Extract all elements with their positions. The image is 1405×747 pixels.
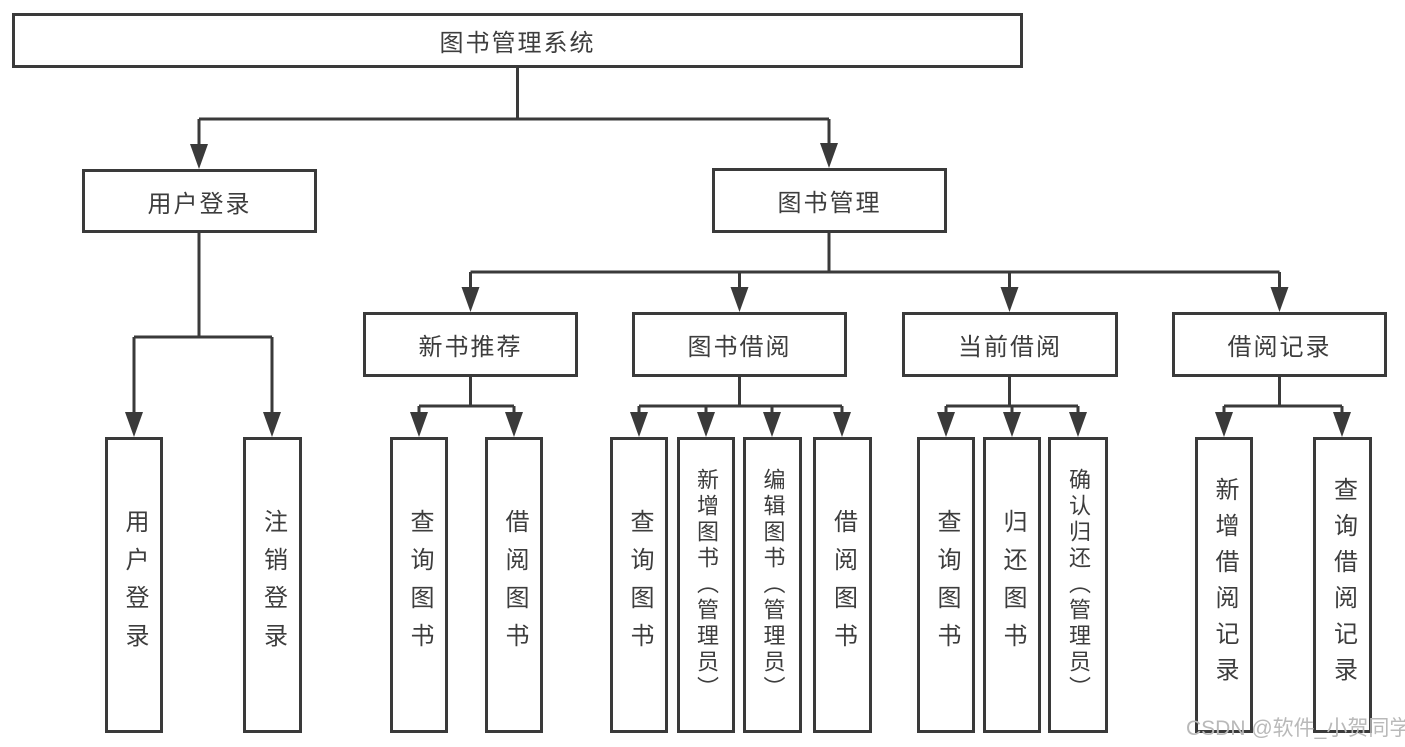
node-new-book-recommend: 新书推荐: [363, 312, 578, 377]
node-root-system: 图书管理系统: [12, 13, 1023, 68]
node-user-login-label: 用户登录: [147, 190, 252, 218]
leaf-borrow-books-recommend-label: 借阅图书: [501, 509, 528, 661]
leaf-return-books: 归还图书: [983, 437, 1041, 733]
node-book-management: 图书管理: [712, 168, 947, 233]
leaf-query-books-recommend: 查询图书: [390, 437, 448, 733]
leaf-borrow-books-label: 借阅图书: [829, 509, 857, 661]
leaf-edit-books-admin-label: 编辑图书（管理员）: [760, 468, 786, 702]
node-current-borrow: 当前借阅: [902, 312, 1118, 377]
leaf-borrow-books: 借阅图书: [813, 437, 872, 733]
node-book-management-label: 图书管理: [777, 190, 882, 217]
node-user-login: 用户登录: [82, 169, 317, 233]
leaf-query-borrow-record: 查询借阅记录: [1313, 437, 1372, 733]
leaf-user-login: 用户登录: [105, 437, 163, 733]
leaf-user-login-label: 用户登录: [121, 509, 148, 661]
node-new-book-recommend-label: 新书推荐: [418, 334, 523, 361]
leaf-borrow-books-recommend: 借阅图书: [485, 437, 543, 733]
leaf-add-borrow-record-label: 新增借阅记录: [1211, 477, 1238, 693]
leaf-edit-books-admin: 编辑图书（管理员）: [743, 437, 802, 733]
node-current-borrow-label: 当前借阅: [958, 334, 1062, 361]
leaf-query-books-recommend-label: 查询图书: [406, 509, 433, 661]
leaf-query-books-borrow: 查询图书: [610, 437, 668, 733]
leaf-return-books-label: 归还图书: [999, 509, 1026, 661]
leaf-query-books-current-label: 查询图书: [933, 509, 960, 661]
leaf-add-books-admin-label: 新增图书（管理员）: [694, 468, 719, 702]
leaf-query-books-current: 查询图书: [917, 437, 975, 733]
leaf-add-borrow-record: 新增借阅记录: [1195, 437, 1253, 733]
node-borrow-records: 借阅记录: [1172, 312, 1387, 377]
leaf-add-books-admin: 新增图书（管理员）: [677, 437, 735, 733]
leaf-logout: 注销登录: [243, 437, 302, 733]
leaf-confirm-return-admin: 确认归还（管理员）: [1048, 437, 1108, 733]
node-root-system-label: 图书管理系统: [439, 30, 596, 57]
leaf-confirm-return-admin-label: 确认归还（管理员）: [1066, 468, 1091, 702]
node-book-borrow-label: 图书借阅: [687, 334, 792, 361]
node-book-borrow: 图书借阅: [632, 312, 847, 377]
leaf-query-borrow-record-label: 查询借阅记录: [1329, 477, 1357, 693]
leaf-logout-label: 注销登录: [259, 509, 287, 661]
csdn-watermark: CSDN @软件_小贺同学: [1186, 717, 1405, 740]
node-borrow-records-label: 借阅记录: [1227, 334, 1332, 361]
leaf-query-books-borrow-label: 查询图书: [626, 509, 653, 661]
